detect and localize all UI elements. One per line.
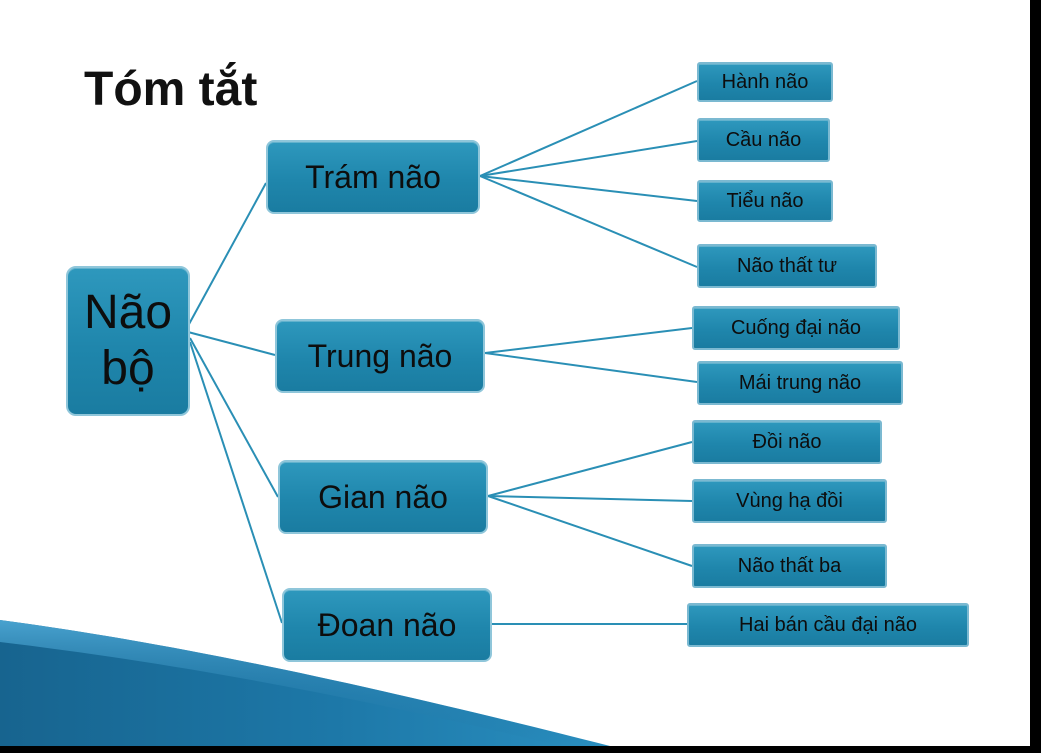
connector-tram-hanh: [479, 80, 698, 177]
leaf-label: Hai bán cầu đại não: [739, 613, 917, 636]
leaf-node-nao-that-tu: Não thất tư: [697, 244, 877, 288]
leaf-label: Não thất tư: [736, 254, 838, 277]
leaf-label: Đồi não: [752, 430, 822, 453]
connector-trung-cuong: [484, 327, 693, 354]
leaf-node-mai-trung-nao: Mái trung não: [697, 361, 903, 405]
root-node-nao-bo: Não bộ: [66, 266, 190, 416]
branch-node-gian-nao: Gian não: [278, 460, 488, 534]
leaf-label: Hành não: [721, 70, 809, 93]
leaf-label: Cuống đại não: [730, 316, 862, 339]
slide-title: Tóm tắt: [84, 63, 258, 116]
connector-gian-doi: [487, 441, 693, 497]
leaf-node-nao-that-ba: Não thất ba: [692, 544, 887, 588]
connector-gian-naothatba: [487, 495, 693, 567]
connector-tram-cau: [479, 140, 698, 177]
branch-label: Đoan não: [317, 606, 457, 643]
branch-node-tram-nao: Trám não: [266, 140, 480, 214]
leaf-label: Não thất ba: [737, 554, 842, 577]
branch-label: Trung não: [307, 337, 453, 374]
connector-root-tram-nao: [187, 182, 267, 327]
connector-root-gian-nao: [189, 337, 279, 498]
leaf-node-cuong-dai-nao: Cuống đại não: [692, 306, 900, 350]
root-node-label: Não bộ: [83, 286, 173, 395]
connector-root-doan-nao: [189, 341, 283, 624]
connector-tram-naothattu: [479, 175, 698, 268]
branch-label: Trám não: [305, 158, 441, 195]
connector-gian-vungha: [487, 495, 693, 502]
leaf-node-hanh-nao: Hành não: [697, 62, 833, 102]
leaf-label: Mái trung não: [738, 371, 862, 394]
leaf-node-doi-nao: Đồi não: [692, 420, 882, 464]
leaf-label: Tiểu não: [726, 189, 804, 212]
branch-node-doan-nao: Đoan não: [282, 588, 492, 662]
leaf-label: Vùng hạ đồi: [736, 489, 843, 512]
connector-tram-tieu: [479, 175, 698, 202]
leaf-node-vung-ha-doi: Vùng hạ đồi: [692, 479, 887, 523]
footer-wedge-decoration: [0, 620, 610, 746]
leaf-node-cau-nao: Cầu não: [697, 118, 830, 162]
leaf-label: Cầu não: [725, 128, 802, 151]
branch-node-trung-nao: Trung não: [275, 319, 485, 393]
leaf-node-hai-ban-cau-dai-nao: Hai bán cầu đại não: [687, 603, 969, 647]
connector-root-trung-nao: [187, 331, 276, 356]
connector-trung-mai: [484, 352, 698, 383]
leaf-node-tieu-nao: Tiểu não: [697, 180, 833, 222]
branch-label: Gian não: [318, 478, 448, 515]
